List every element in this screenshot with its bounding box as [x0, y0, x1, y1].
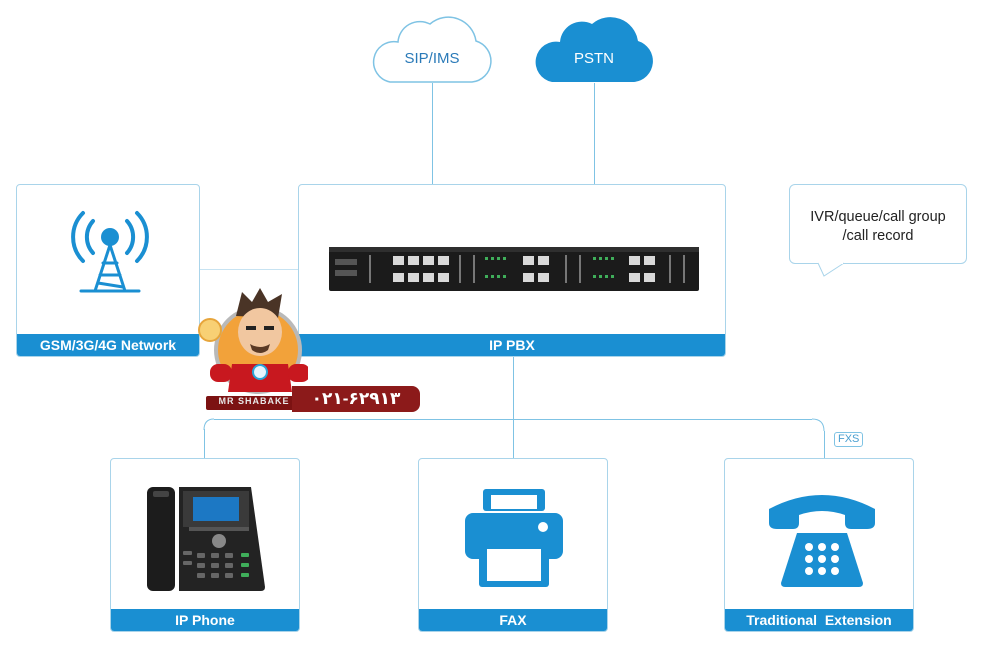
gsm-network-label: GSM/3G/4G Network — [17, 334, 199, 356]
features-line-1: IVR/queue/call group — [810, 209, 946, 225]
branch-connector — [214, 419, 812, 420]
bubble-tail — [818, 262, 845, 277]
mascot-logo-icon — [198, 288, 308, 410]
fxs-tag: FXS — [834, 432, 864, 447]
sip-cloud-icon — [372, 16, 492, 83]
features-line-2: /call record — [842, 228, 914, 244]
ip-phone-node: IP Phone — [110, 458, 300, 632]
telephone-icon — [769, 495, 875, 587]
pbx-device-icon — [329, 247, 699, 291]
traditional-extension-label: Traditional Extension — [725, 609, 913, 631]
fax-label: FAX — [419, 609, 607, 631]
pstn-cloud-label: PSTN — [573, 50, 614, 67]
sip-connector — [432, 83, 433, 185]
pstn-cloud-icon — [535, 17, 653, 83]
branch-left-drop — [204, 429, 205, 458]
cell-tower-icon — [71, 211, 149, 293]
gsm-network-node: GSM/3G/4G Network — [16, 184, 200, 357]
sip-cloud-label: SIP/IMS — [404, 50, 460, 67]
logo-phone-badge: ۰۲۱-۶۲۹۱۳ — [292, 386, 420, 412]
ip-pbx-label: IP PBX — [299, 334, 725, 356]
ip-pbx-node: IP PBX — [298, 184, 726, 357]
fax-node: FAX — [418, 458, 608, 632]
printer-icon — [465, 489, 563, 587]
branch-right-drop — [824, 431, 825, 458]
ip-phone-icon — [147, 487, 265, 591]
pstn-connector — [594, 83, 595, 185]
gsm-pbx-connector — [199, 269, 299, 270]
traditional-extension-node: Traditional Extension — [724, 458, 914, 632]
ip-phone-label: IP Phone — [111, 609, 299, 631]
branch-curves — [203, 418, 825, 432]
pbx-down-connector — [513, 357, 514, 458]
features-bubble: IVR/queue/call group /call record — [789, 184, 967, 264]
logo-text: MR SHABAKE — [218, 396, 290, 406]
